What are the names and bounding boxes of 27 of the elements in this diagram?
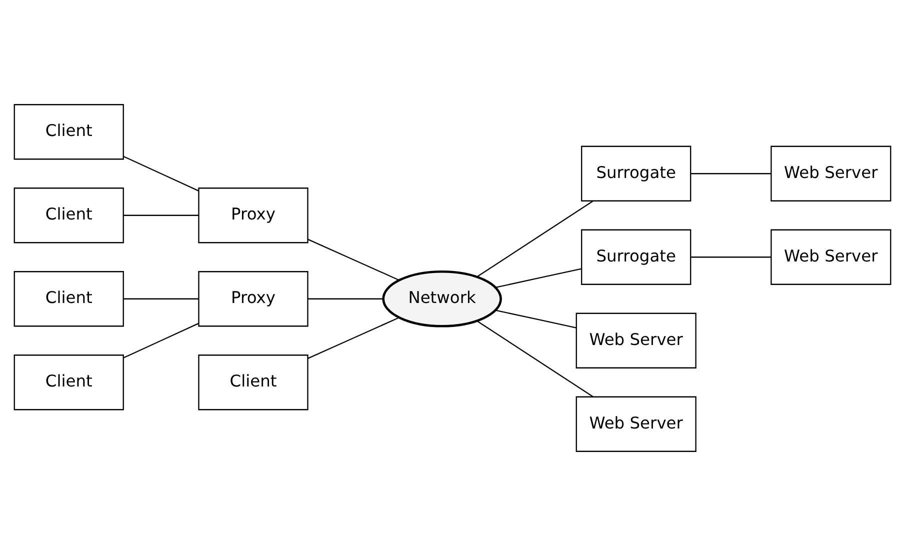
- connector: [690, 173, 771, 174]
- node-box: Web Server: [575, 396, 696, 452]
- node-ellipse: Network: [382, 270, 502, 328]
- node-box: Client: [13, 188, 124, 244]
- node-box: Web Server: [575, 312, 696, 368]
- node-box: Proxy: [198, 271, 308, 327]
- node-box: Client: [13, 271, 124, 327]
- node-box: Client: [13, 104, 124, 160]
- connector: [307, 317, 399, 359]
- connector: [476, 200, 593, 278]
- connector: [307, 298, 382, 300]
- connector: [476, 320, 593, 398]
- connector: [690, 256, 771, 258]
- node-box: Surrogate: [580, 229, 691, 285]
- connector: [123, 298, 198, 300]
- node-box: Web Server: [770, 146, 891, 202]
- connector: [307, 238, 399, 281]
- node-box: Proxy: [198, 188, 308, 244]
- node-box: Client: [13, 354, 124, 410]
- connector: [122, 322, 198, 358]
- connector: [495, 310, 576, 328]
- node-box: Surrogate: [580, 146, 691, 202]
- connector: [122, 156, 198, 192]
- connector: [123, 214, 198, 216]
- connector: [495, 268, 581, 288]
- node-box: Web Server: [770, 229, 891, 285]
- node-box: Client: [198, 354, 308, 410]
